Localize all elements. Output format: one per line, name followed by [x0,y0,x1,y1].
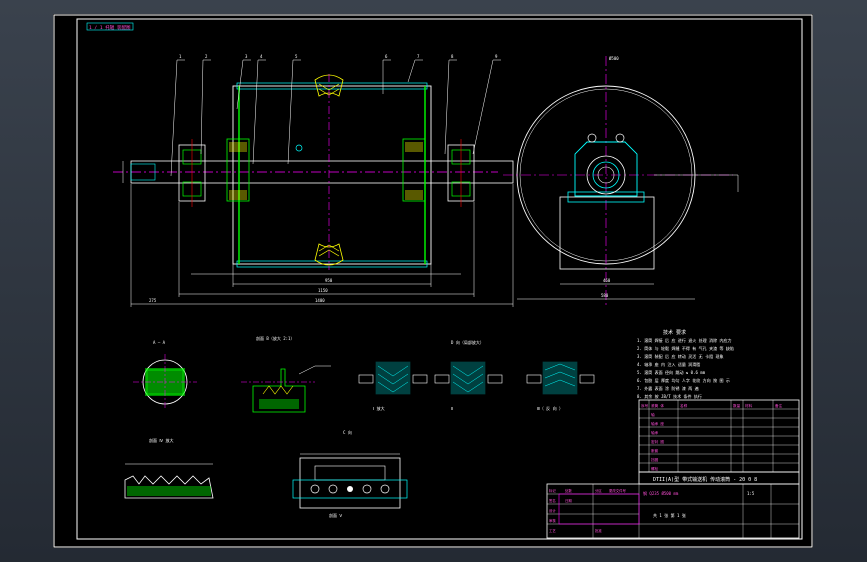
balloons: 1 2 3 4 5 6 7 8 9 [179,54,498,59]
col-remark: 备注 [775,403,783,408]
part-row-8: 螺栓 [651,466,659,471]
balloon-7: 7 [417,54,420,59]
dim-1400: 1400 [315,298,325,303]
section-a-label: A — A [153,340,166,345]
lagging-pattern-top [314,74,344,97]
col-name: 名称 [680,403,688,408]
dim-950: 950 [325,278,333,283]
rev-label-5: 签名 [549,498,556,503]
balloon-2: 2 [205,54,208,59]
rev-label-4: 更改文件号 [609,488,627,493]
detail-label-1: 剖面 Ⅳ 放大 [149,437,174,443]
balloon-1: 1 [179,54,182,59]
detail-1-label: Ⅰ 放大 [373,405,385,411]
tech-req-3: 3. 滚筒 装配 后 应 转动 灵活 无 卡阻 现象 [637,353,724,359]
balloon-5: 5 [295,54,298,59]
tech-req-4: 4. 轴承 座 内 注入 适量 润滑脂 [637,361,700,367]
sheet-info: 共 1 张 第 1 张 [653,512,686,518]
balloon-9: 9 [495,54,498,59]
view-c-label: C 向 [343,429,352,435]
balloon-6: 6 [385,54,388,59]
detail-2-label: Ⅱ [451,406,453,411]
pulley-side-view: 460 580 Ø500 [503,56,739,306]
rev-label-1: 标记 [549,488,556,493]
drawing-sheet: 1 / 1 托辊 装配图 [53,14,813,548]
note-stamp [558,493,640,525]
lagging-block-2: Ⅱ [434,361,503,411]
dimension-lines [122,161,514,307]
tech-req-6: 6. 包胶 层 厚度 均匀 人字 花纹 方向 按 图 示 [637,377,730,383]
material-spec: 钢 Q235 Ø500 mm [643,490,679,496]
tech-requirements: 技术 要求 1. 滚筒 焊接 后 应 进行 退火 处理 消除 内应力 2. 筒体… [637,329,734,399]
part-row-6: 胀套 [651,448,659,453]
part-row-1: 滚筒 体 [651,403,664,408]
lagging-pattern-bottom [314,243,344,266]
pulley-front-view: 1 2 3 4 5 6 7 8 9 1400 1150 950 [113,54,514,307]
rev-label-10: 批准 [595,528,602,533]
balloon-3: 3 [245,54,248,59]
drawing-title: DTII(A)型 带式输送机 传动滚筒 - 20 0 8 [653,476,757,483]
rev-label-8: 审核 [549,518,556,523]
dim-phi500: Ø500 [609,56,619,61]
section-b-weld: 剖面 B（放大 2:1） [241,335,331,413]
section-a-a: A — A [133,340,197,410]
tech-title: 技术 要求 [663,329,686,336]
hub-right [402,138,426,202]
part-row-7: 挡圈 [651,457,659,462]
lagging-details: D 向（局部放大） Ⅰ 放大 Ⅱ Ⅲ（ 反 向 ） [358,339,595,411]
hub-right-hatch [405,142,423,152]
corner-tag-box [86,22,134,31]
rev-label-6: 日期 [565,498,572,503]
balloon-4: 4 [260,54,263,59]
dim-1150: 1150 [318,288,328,293]
title-block: 滚筒 体 轴 轴承 座 轴承 密封 圈 胀套 挡圈 螺栓 序号 名称 数量 材料… [546,399,800,539]
dim-580: 580 [601,293,609,298]
part-row-3: 轴承 座 [651,421,664,426]
rev-label-3: 分区 [595,488,602,493]
drum-lagging-top [236,82,428,90]
corner-tag: 1 / 1 托辊 装配图 [89,24,131,31]
bearing-housing-side [574,141,638,197]
section-b-label: 剖面 B（放大 2:1） [256,335,294,341]
revision-block [546,483,800,539]
drum-shell [232,85,432,265]
shaft-end-circle [592,161,620,189]
tech-req-8: 8. 其余 按 JB/T 技术 条件 执行 [637,393,702,399]
rev-label-2: 处数 [565,488,572,493]
hub-left-hatch [229,142,247,152]
lagging-profile: 剖面 Ⅳ 放大 [124,437,214,499]
dim-275: 275 [149,298,157,303]
col-qty: 数量 [733,403,741,408]
drawing-svg: 1 / 1 托辊 装配图 [53,14,813,548]
part-row-5: 密封 圈 [651,439,664,444]
dim-460: 460 [603,278,611,283]
part-row-2: 轴 [651,412,655,417]
tech-req-5: 5. 滚筒 表面 径向 跳动 ≤ 0.6 mm [637,369,706,375]
detail-3-label: Ⅲ（ 反 向 ） [537,405,563,411]
view-c: C 向 剖面 Ⅴ [292,429,408,518]
outer-border [53,14,813,548]
rev-label-9: 工艺 [549,528,556,533]
shaft-keyway [130,163,156,181]
tech-req-2: 2. 筒体 与 轮毂 焊缝 不得 有 气孔 夹渣 等 缺陷 [637,345,734,351]
rev-label-7: 设计 [549,508,556,513]
inner-border [76,18,803,540]
col-no: 序号 [641,403,649,408]
tech-req-1: 1. 滚筒 焊接 后 应 进行 退火 处理 消除 内应力 [637,337,732,343]
part-row-4: 轴承 [651,430,659,435]
balloon-8: 8 [451,54,454,59]
lagging-block-3: Ⅲ（ 反 向 ） [526,361,595,411]
scale-value: 1:5 [747,491,755,496]
drum-lagging-bottom [236,260,428,268]
tech-req-7: 7. 外露 表面 涂 防锈 漆 两 遍 [637,385,699,391]
side-base-frame [559,196,655,270]
hub-left [226,138,250,202]
col-material: 材料 [745,403,753,408]
detail-label-2: 剖面 Ⅴ [329,512,342,518]
leader-lines [170,59,501,177]
lagging-block-1: Ⅰ 放大 [358,361,428,411]
view-d-label: D 向（局部放大） [451,339,484,345]
